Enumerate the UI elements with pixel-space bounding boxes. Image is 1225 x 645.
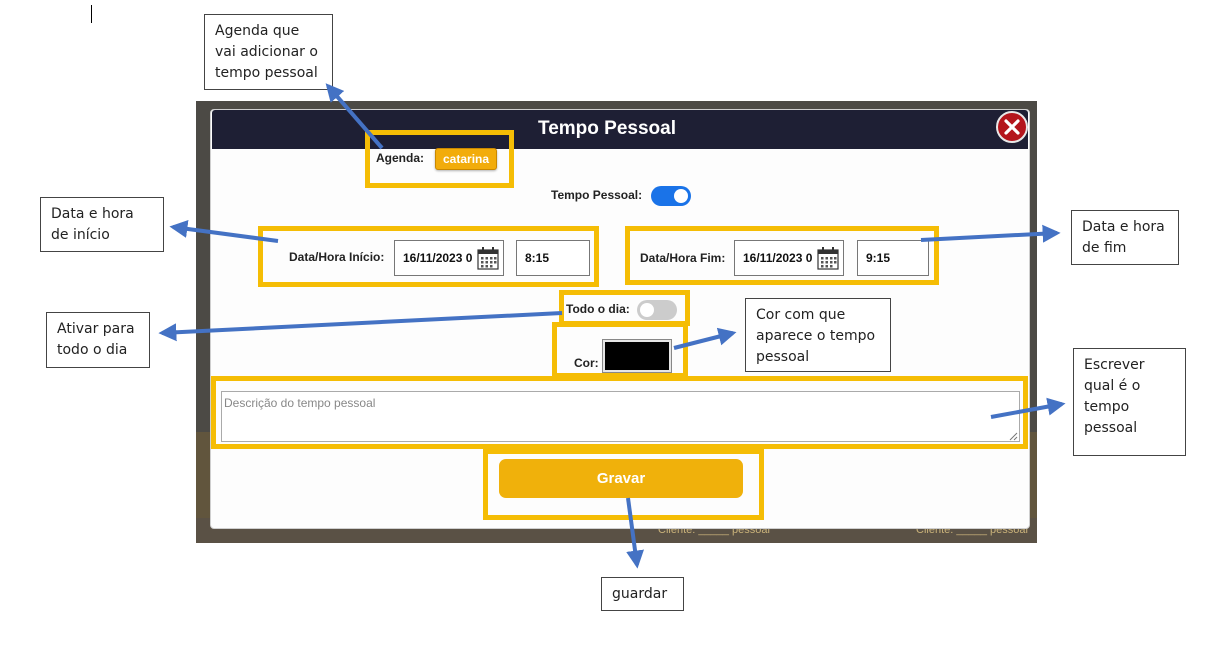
calendar-icon[interactable] (817, 246, 839, 270)
highlight-save (483, 449, 764, 520)
calendar-icon[interactable] (477, 246, 499, 270)
end-label: Data/Hora Fim: (640, 251, 726, 265)
description-textarea[interactable]: Descrição do tempo pessoal (221, 391, 1020, 442)
start-time-input[interactable]: 8:15 (516, 240, 590, 276)
highlight-agenda (365, 130, 514, 188)
highlight-color (552, 322, 688, 378)
all-day-label: Todo o dia: (566, 302, 630, 316)
close-x-icon (1004, 119, 1020, 135)
highlight-description (211, 376, 1028, 449)
personal-time-label: Tempo Pessoal: (551, 188, 643, 202)
callout-start: Data e hora de início (40, 197, 164, 252)
start-date-value: 16/11/2023 0 (403, 251, 473, 265)
all-day-toggle[interactable] (637, 300, 677, 320)
modal-title: Tempo Pessoal (538, 118, 676, 139)
agenda-label: Agenda: (376, 151, 424, 165)
toggle-knob (640, 303, 654, 317)
end-time-input[interactable]: 9:15 (857, 240, 929, 276)
resize-grip-icon[interactable] (1009, 432, 1018, 441)
start-label: Data/Hora Início: (289, 250, 385, 264)
text-cursor (91, 5, 92, 23)
personal-time-toggle[interactable] (651, 186, 691, 206)
highlight-all-day (559, 290, 690, 326)
toggle-knob (674, 189, 688, 203)
highlight-start (258, 226, 599, 287)
color-picker[interactable] (602, 339, 672, 373)
callout-save: guardar (601, 577, 684, 611)
color-label: Cor: (574, 356, 599, 370)
agenda-chip[interactable]: catarina (435, 148, 498, 170)
callout-all-day: Ativar para todo o dia (46, 312, 150, 368)
callout-agenda: Agenda que vai adicionar o tempo pessoal (204, 14, 333, 90)
callout-color: Cor com que aparece o tempo pessoal (745, 298, 891, 372)
end-date-value: 16/11/2023 0 (743, 251, 813, 265)
start-date-input[interactable]: 16/11/2023 0 (394, 240, 504, 276)
callout-description: Escrever qual é o tempo pessoal (1073, 348, 1186, 456)
save-button[interactable]: Gravar (499, 459, 743, 498)
close-button[interactable] (996, 111, 1028, 143)
callout-end: Data e hora de fim (1071, 210, 1179, 265)
end-date-input[interactable]: 16/11/2023 0 (734, 240, 844, 276)
highlight-end (625, 226, 939, 285)
